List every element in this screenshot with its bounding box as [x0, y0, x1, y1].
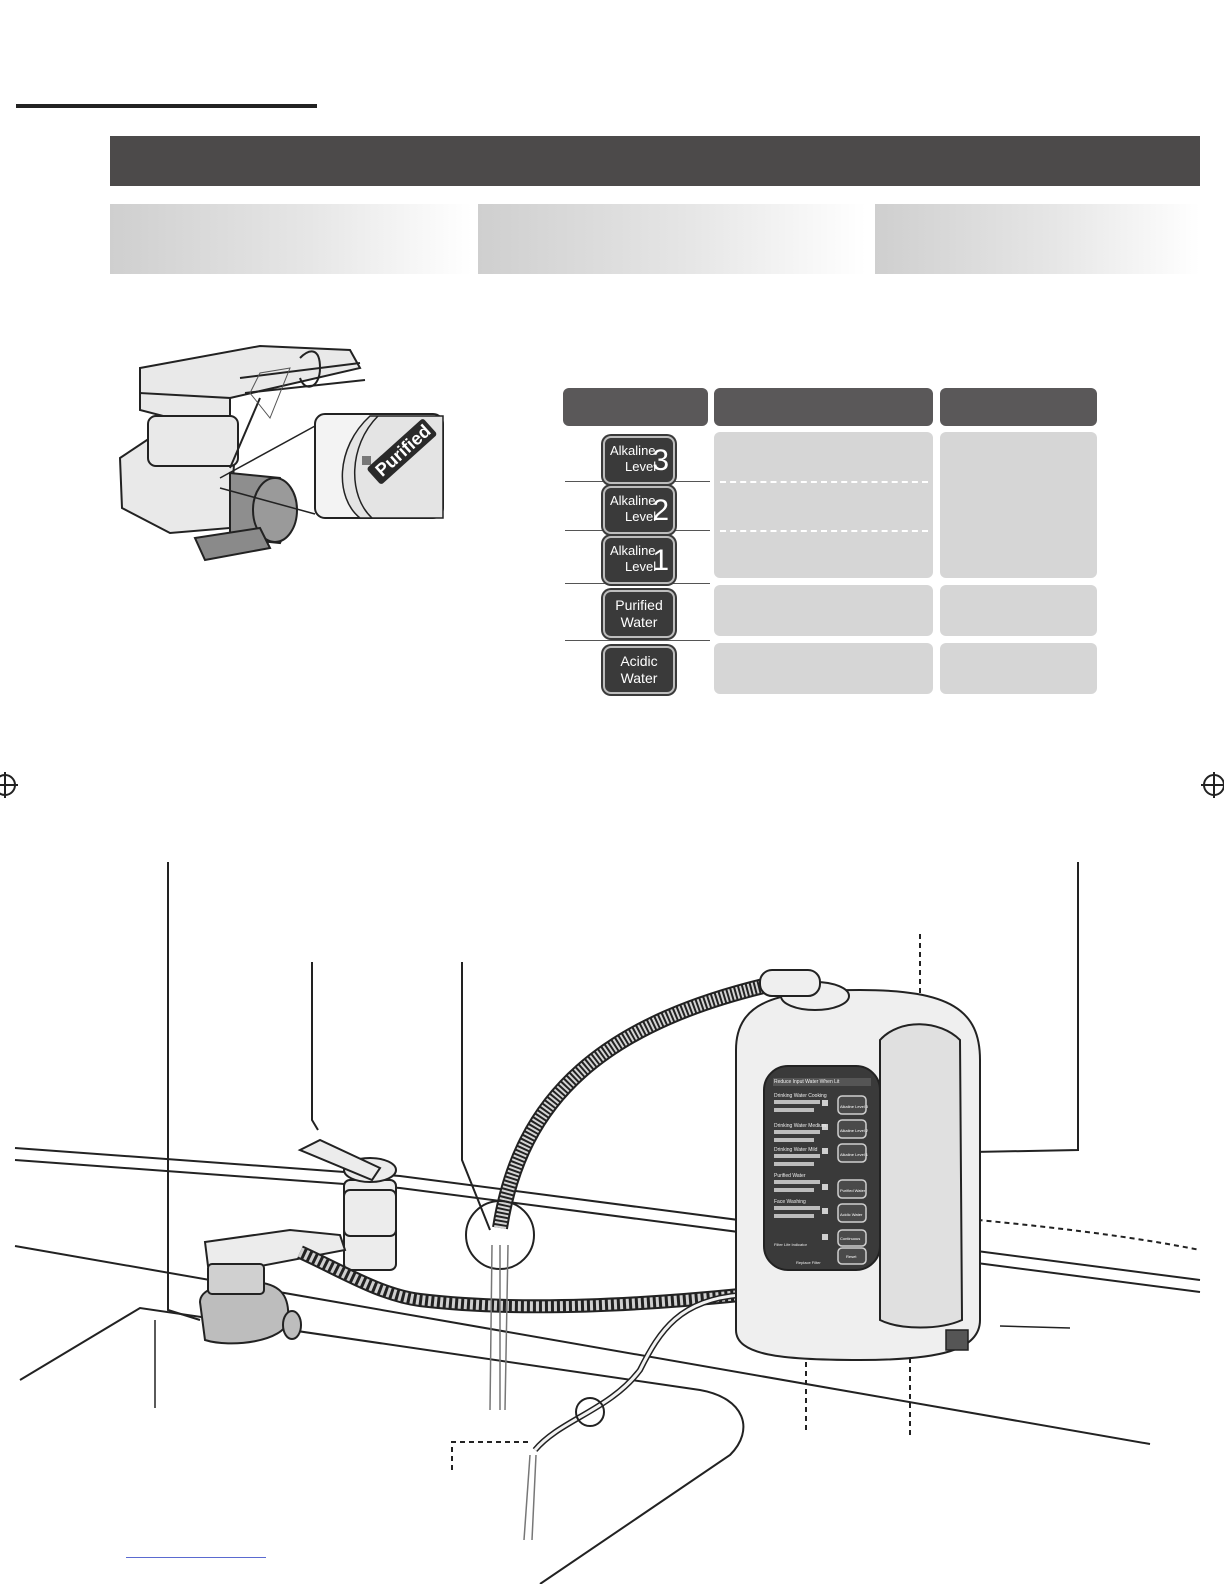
- acidic-usage-cell: [714, 643, 933, 694]
- panel-mode-text: Drinking Water Cooking: [774, 1093, 827, 1099]
- purified-ph-cell: [940, 585, 1097, 636]
- panel-button-text: Continuous: [840, 1236, 860, 1241]
- purified-water-button[interactable]: Purified Water: [603, 590, 675, 638]
- button-label: Purified: [615, 597, 663, 613]
- alkaline-ph-cell: [940, 432, 1097, 578]
- panel-button-text: Alkaline Level 1: [840, 1152, 869, 1157]
- panel-button-text: Acidic Water: [840, 1212, 863, 1217]
- cell-divider: [720, 530, 928, 532]
- button-label: Level: [625, 559, 657, 574]
- alkaline-level-2-button[interactable]: Alkaline Level 2: [603, 486, 675, 534]
- acidic-water-button[interactable]: Acidic Water: [603, 646, 675, 694]
- panel-replace-text: Replace Filter: [796, 1260, 821, 1265]
- table-header-usage: [714, 388, 933, 426]
- level-number: 1: [652, 544, 669, 577]
- header-rule: [16, 104, 317, 108]
- purified-usage-cell: [714, 585, 933, 636]
- panel-mode-text: Drinking Water Mild: [774, 1147, 818, 1153]
- level-number: 3: [652, 444, 669, 477]
- table-header-ph: [940, 388, 1097, 426]
- panel-button-text: Alkaline Level 3: [840, 1104, 869, 1109]
- panel-button-text: Reset: [846, 1254, 857, 1259]
- panel-header-text: Reduce Input Water When Lit: [774, 1079, 840, 1085]
- table-header-mode: [563, 388, 708, 426]
- button-label: Water: [620, 670, 658, 686]
- row-divider: [565, 640, 710, 641]
- panel-mode-text: Purified Water: [774, 1173, 806, 1179]
- section-title-bar: [110, 136, 1200, 186]
- acidic-ph-cell: [940, 643, 1097, 694]
- button-label: Level: [625, 509, 657, 524]
- faucet-adapter-illustration: Purified: [118, 344, 444, 562]
- button-label: Acidic: [620, 653, 658, 669]
- alkaline-usage-cell: [714, 432, 933, 578]
- cell-divider: [720, 481, 928, 483]
- installation-illustration: Reduce Input Water When Lit Drinking Wat…: [14, 862, 1201, 1584]
- footer-underline: [126, 1557, 266, 1558]
- button-label: Level: [625, 459, 657, 474]
- subheading-tab-2: [478, 204, 866, 274]
- alkaline-level-1-button[interactable]: Alkaline Level 1: [603, 536, 675, 584]
- button-label: Alkaline: [610, 543, 656, 558]
- button-label: Alkaline: [610, 493, 656, 508]
- level-number: 2: [652, 494, 669, 527]
- panel-mode-text: Face Washing: [774, 1199, 806, 1205]
- registration-mark-left: [0, 772, 18, 798]
- panel-button-text: Purified Water: [840, 1188, 866, 1193]
- subheading-tab-3: [875, 204, 1200, 274]
- panel-mode-text: Drinking Water Medium: [774, 1123, 826, 1129]
- subheading-tab-1: [110, 204, 472, 274]
- button-label: Water: [620, 614, 658, 630]
- panel-button-text: Alkaline Level 2: [840, 1128, 869, 1133]
- alkaline-level-3-button[interactable]: Alkaline Level 3: [603, 436, 675, 484]
- panel-filter-text: Filter Life Indicator: [774, 1242, 808, 1247]
- registration-mark-right: [1201, 772, 1224, 798]
- button-label: Alkaline: [610, 443, 656, 458]
